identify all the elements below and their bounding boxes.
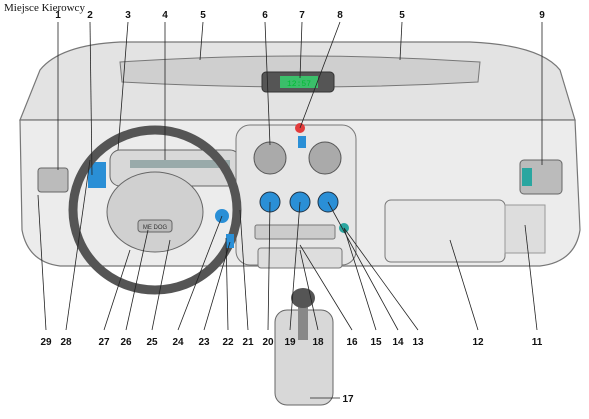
leader-line (177, 215, 223, 331)
display-screen (280, 76, 318, 88)
callout-label-top: 7 (299, 10, 305, 21)
leader-line (343, 227, 419, 331)
leader-line (299, 21, 303, 79)
callout-label-bottom: 14 (392, 337, 404, 348)
steering-badge (137, 219, 173, 233)
leader-line (37, 194, 47, 331)
callout-label-bottom: 27 (98, 337, 110, 348)
leader-line (299, 21, 341, 129)
leader-line (103, 249, 131, 331)
leader-line (327, 201, 399, 331)
leader-line (225, 237, 229, 331)
callout-label-top: 3 (125, 10, 131, 21)
leader-line (89, 21, 93, 176)
right-stalk-switch (226, 234, 234, 248)
callout-label-bottom: 19 (284, 337, 296, 348)
leader-line (199, 21, 204, 61)
gear-shaft (298, 300, 308, 340)
callout-label-top: 2 (87, 10, 93, 21)
leader-line (524, 224, 538, 331)
leader-line (299, 244, 353, 331)
callout-label-bottom: 13 (412, 337, 424, 348)
callout-label-bottom: 18 (312, 337, 324, 348)
center-vent-right (308, 141, 342, 175)
leader-line (449, 239, 479, 331)
leader-line (117, 21, 129, 151)
callout-label-gear: 17 (342, 394, 354, 405)
leader-line (343, 227, 377, 331)
callout-label-top: 1 (55, 10, 61, 21)
callout-label-bottom: 25 (146, 337, 158, 348)
leader-line (299, 249, 319, 331)
callout-label-top: 4 (162, 10, 168, 21)
page-title: Miejsce Kierowcy (4, 2, 85, 14)
callout-label-bottom: 29 (40, 337, 52, 348)
leader-line (267, 201, 271, 331)
callout-label-bottom: 23 (198, 337, 210, 348)
leader-line (65, 159, 91, 331)
badge-text: ME DOG (143, 225, 168, 231)
leader-line (151, 239, 171, 331)
callout-label-top: 9 (539, 10, 545, 21)
callout-label-bottom: 11 (532, 337, 543, 348)
callout-label-bottom: 22 (222, 337, 234, 348)
callout-label-bottom: 26 (120, 337, 132, 348)
radio-slot (254, 224, 336, 240)
center-vent-left (253, 141, 287, 175)
callout-label-bottom: 28 (60, 337, 72, 348)
hazard-switch-blue (298, 136, 306, 148)
leader-line (239, 209, 249, 331)
leader-line (264, 21, 271, 146)
leader-line (289, 201, 301, 331)
callout-label-top: 8 (337, 10, 343, 21)
callout-label-top: 5 (399, 10, 405, 21)
leader-line (125, 229, 149, 331)
right-vent-knob (522, 168, 532, 186)
callout-label-bottom: 16 (346, 337, 358, 348)
steering-wheel-rim (68, 125, 242, 295)
leader-lines (37, 21, 543, 399)
glovebox (384, 199, 506, 263)
display-readout: 12:57 (287, 80, 311, 89)
steering-wheel-hub (106, 171, 204, 253)
left-side-vent (37, 167, 69, 193)
callout-label-top: 6 (262, 10, 268, 21)
callout-label-bottom: 12 (472, 337, 484, 348)
cluster-warning-lamps (130, 160, 230, 168)
side-grille (504, 204, 546, 254)
callout-label-top: 5 (200, 10, 206, 21)
left-stalk-indicator (88, 162, 106, 188)
leader-line (399, 21, 403, 61)
callout-label-bottom: 15 (370, 337, 382, 348)
gear-knob (291, 288, 315, 308)
storage-tray (257, 247, 343, 269)
callout-label-bottom: 20 (262, 337, 274, 348)
callout-label-bottom: 24 (172, 337, 184, 348)
leader-line (203, 241, 231, 331)
callout-label-bottom: 21 (242, 337, 254, 348)
